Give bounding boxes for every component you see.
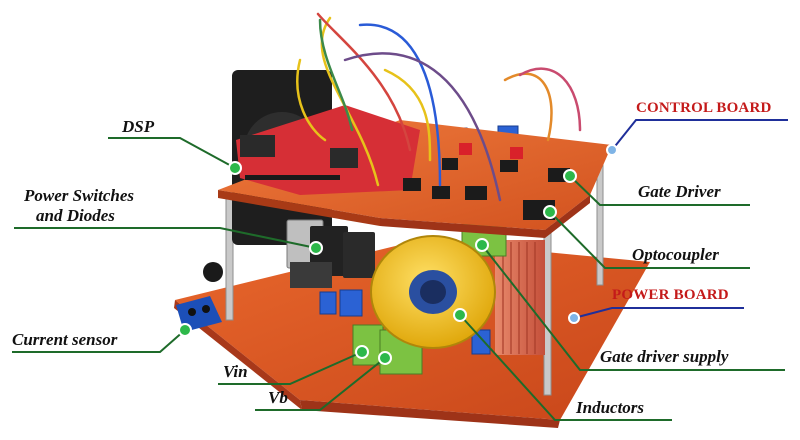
marker-vin bbox=[355, 345, 369, 359]
leader-dsp bbox=[108, 137, 236, 169]
label-control-board: CONTROL BOARD bbox=[636, 100, 772, 116]
marker-gate-driver bbox=[563, 169, 577, 183]
label-gate-driver-supply: Gate driver supply bbox=[600, 347, 729, 366]
leader-control-board bbox=[611, 119, 788, 151]
leader-gate-driver-supply bbox=[481, 244, 785, 371]
label-current-sensor: Current sensor bbox=[12, 330, 118, 349]
marker-current-sensor bbox=[178, 323, 192, 337]
label-vin: Vin bbox=[223, 362, 248, 381]
leader-current-sensor bbox=[12, 329, 186, 353]
leader-vb bbox=[255, 357, 386, 411]
label-vb: Vb bbox=[268, 388, 288, 407]
marker-vb bbox=[378, 351, 392, 365]
marker-dsp bbox=[228, 161, 242, 175]
leader-gate-driver bbox=[569, 175, 750, 206]
heatsink bbox=[495, 240, 545, 355]
label-gate-driver: Gate Driver bbox=[638, 182, 721, 201]
marker-gate-driver-supply bbox=[475, 238, 489, 252]
toroidal-inductor bbox=[370, 235, 496, 349]
marker-dots bbox=[178, 161, 577, 365]
label-power-switches-line2: and Diodes bbox=[36, 206, 115, 225]
leader-lines bbox=[12, 119, 788, 421]
label-dsp: DSP bbox=[122, 117, 155, 136]
leader-vin bbox=[218, 351, 363, 385]
marker-inductors bbox=[453, 308, 467, 322]
marker-power-switches bbox=[309, 241, 323, 255]
current-sensor-module bbox=[176, 262, 223, 332]
red-trim-parts bbox=[459, 143, 523, 159]
jumper-wires bbox=[296, 12, 582, 202]
label-inductors: Inductors bbox=[576, 398, 645, 417]
marker-optocoupler bbox=[543, 205, 557, 219]
board-markers bbox=[568, 144, 618, 324]
marker-power-board bbox=[568, 312, 580, 324]
label-power-board: POWER BOARD bbox=[612, 287, 729, 303]
leader-optocoupler bbox=[549, 211, 750, 269]
leader-power-switches bbox=[14, 227, 317, 249]
power-switches bbox=[286, 219, 375, 288]
label-power-switches-line1: Power Switches bbox=[24, 186, 135, 205]
label-optocoupler: Optocoupler bbox=[632, 245, 719, 264]
leader-inductors bbox=[459, 314, 672, 421]
leader-power-board bbox=[573, 307, 744, 319]
marker-control-board bbox=[606, 144, 618, 156]
